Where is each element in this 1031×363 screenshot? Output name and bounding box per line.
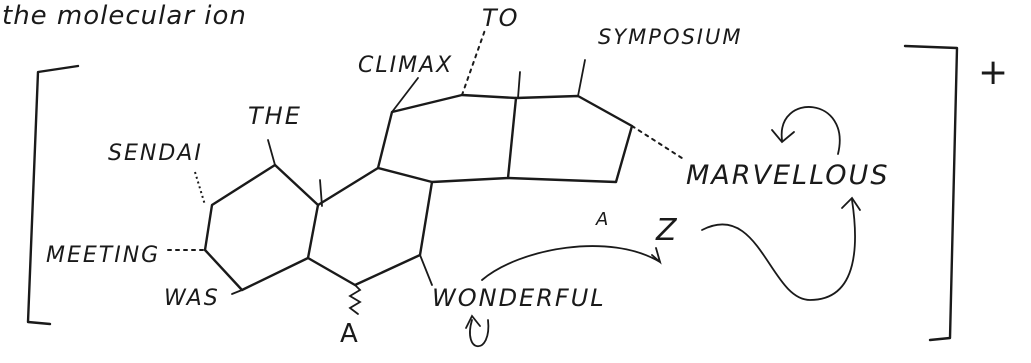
label-a-ring: A — [595, 209, 610, 230]
dashed-bond-sendai — [194, 171, 206, 206]
ring-c — [376, 93, 518, 184]
curly-arrow-wonderful-to-z — [481, 245, 661, 281]
right-bracket — [903, 44, 959, 342]
curly-arrow-z-to-marvellous — [701, 199, 856, 301]
arrowhead-loop — [771, 129, 795, 144]
label-climax: CLIMAX — [358, 53, 453, 78]
charge-sign: + — [978, 52, 1010, 93]
label-z: Z — [655, 213, 679, 248]
arrowhead-z-lower — [651, 247, 662, 265]
bond-methyl-ring-c — [517, 71, 521, 99]
label-to: TO — [482, 4, 520, 32]
ring-a — [203, 163, 320, 292]
ring-d — [506, 94, 634, 184]
bond-wonderful — [419, 254, 433, 286]
arrowhead-bottom — [465, 314, 481, 329]
left-bracket — [26, 64, 80, 326]
label-symposium: SYMPOSIUM — [598, 25, 742, 49]
curly-arrow-marvellous-loop — [781, 106, 841, 155]
bond-symposium — [577, 59, 586, 97]
ring-b — [306, 166, 434, 287]
wavy-bond-a — [348, 284, 362, 315]
arrowhead-z-upper — [841, 196, 861, 211]
label-a-bottom: A — [340, 319, 360, 349]
curly-arrow-wonderful-loop — [469, 319, 490, 347]
dashed-bond-to — [461, 29, 486, 96]
label-meeting: MEETING — [46, 243, 160, 268]
dashed-bond-marvellous — [631, 125, 686, 161]
label-the: THE — [248, 102, 302, 130]
label-marvellous: MARVELLOUS — [686, 160, 889, 191]
bond-the — [267, 139, 276, 166]
bond-methyl-ring-b — [319, 179, 323, 207]
label-sendai: SENDAI — [108, 141, 203, 166]
bond-climax — [391, 77, 419, 113]
caption-text: the molecular ion — [2, 1, 247, 31]
bond-was — [231, 289, 243, 295]
label-was: WAS — [164, 286, 220, 311]
label-wonderful: WONDERFUL — [432, 284, 606, 312]
